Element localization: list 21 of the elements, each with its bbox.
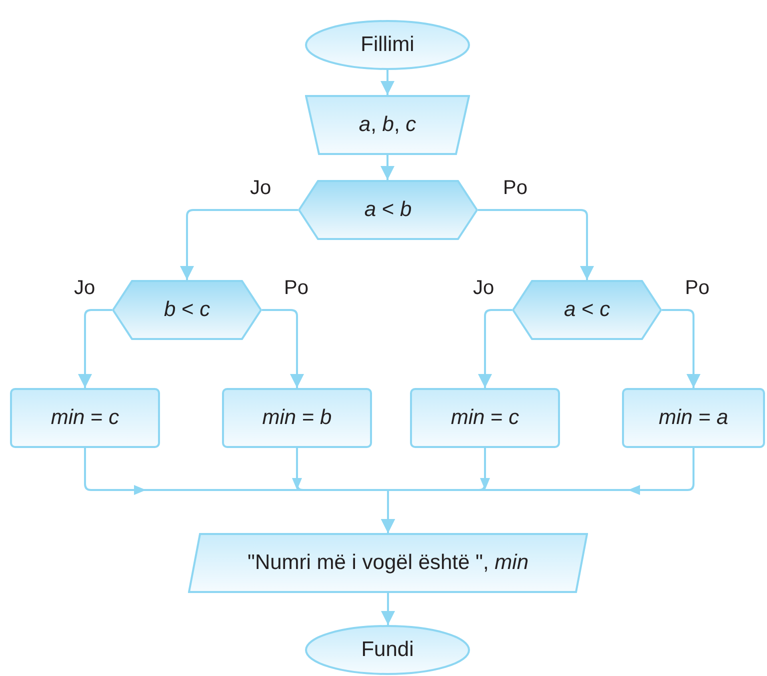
node-text: min = c xyxy=(450,405,520,432)
node-text: b < c xyxy=(164,297,210,324)
node-text: a < b xyxy=(364,197,412,224)
node-text: min = c xyxy=(50,405,120,432)
node-text: min = b xyxy=(262,405,332,432)
connector-arrow xyxy=(262,309,304,388)
node-text: a < c xyxy=(564,297,610,324)
connector-arrow xyxy=(381,593,395,625)
connector-arrow xyxy=(380,155,394,180)
connector-arrow xyxy=(380,70,394,95)
node-text: Fundi xyxy=(361,637,414,664)
connector-arrow xyxy=(78,309,112,388)
node-text: a, b, c xyxy=(358,112,416,138)
connector-arrow xyxy=(478,309,512,388)
node-text: min = a xyxy=(658,405,728,432)
node-text: "Numri më i vogël është ", min xyxy=(247,550,528,576)
connector-arrow xyxy=(478,209,594,280)
connector-arrow xyxy=(381,448,694,533)
connector-arrow xyxy=(662,309,700,388)
node-text: Fillimi xyxy=(360,32,414,58)
connector-arrow xyxy=(180,209,298,280)
